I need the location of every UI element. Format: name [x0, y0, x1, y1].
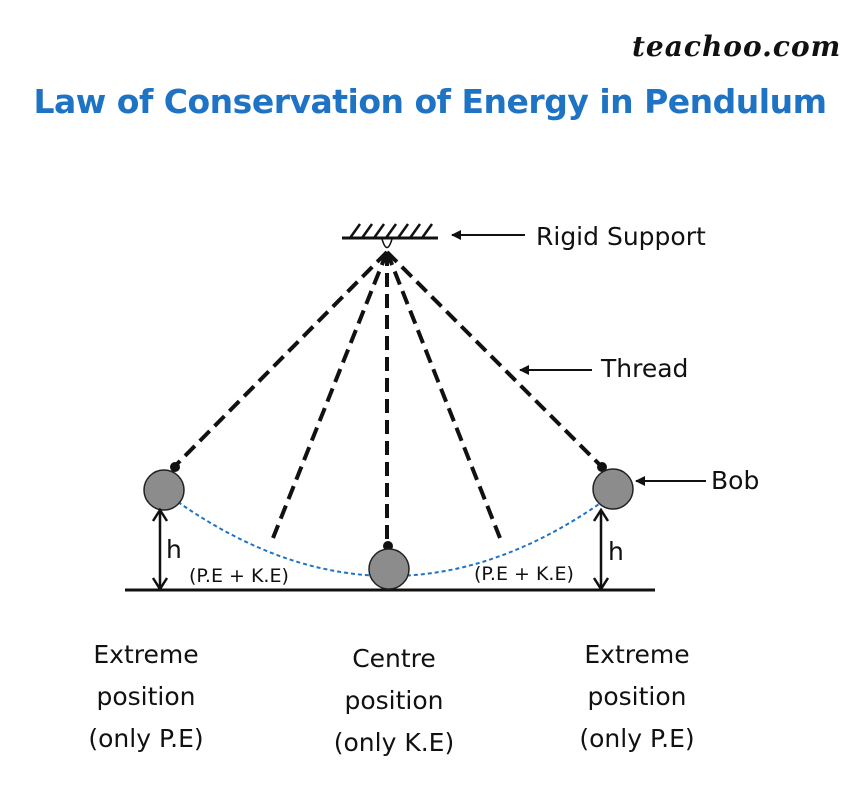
caption-left-extreme: Extreme position (only P.E) [46, 634, 246, 760]
label-bob: Bob [711, 466, 759, 495]
caption-line: (only P.E) [579, 724, 695, 753]
rigid-support [342, 223, 438, 249]
caption-centre: Centre position (only K.E) [294, 638, 494, 764]
label-height-right: h [608, 537, 624, 566]
label-energy-right: (P.E + K.E) [474, 563, 574, 585]
height-arrow-left [151, 507, 169, 592]
caption-line: (only K.E) [333, 728, 455, 757]
bob-left [143, 462, 185, 511]
bob-centre [368, 541, 410, 590]
thread-left-mid [271, 251, 389, 539]
swing-path [177, 501, 603, 577]
threads [173, 250, 603, 545]
label-thread: Thread [600, 354, 688, 383]
thread-right-mid [385, 251, 502, 539]
teachoo-logo: teachoo.com [632, 30, 842, 63]
bob-right [592, 462, 634, 510]
thread-right-extreme [385, 250, 603, 468]
caption-line: Extreme [584, 640, 690, 669]
caption-line: position [344, 686, 444, 715]
caption-right-extreme: Extreme position (only P.E) [537, 634, 737, 760]
caption-line: position [96, 682, 196, 711]
page-title: Law of Conservation of Energy in Pendulu… [33, 82, 827, 121]
label-rigid-support: Rigid Support [536, 222, 706, 251]
label-height-left: h [166, 535, 182, 564]
caption-line: Extreme [93, 640, 199, 669]
height-arrow-right [592, 507, 610, 592]
caption-line: position [587, 682, 687, 711]
caption-line: (only P.E) [88, 724, 204, 753]
caption-line: Centre [352, 644, 436, 673]
label-energy-left: (P.E + K.E) [189, 565, 289, 587]
thread-left-extreme [173, 250, 389, 468]
